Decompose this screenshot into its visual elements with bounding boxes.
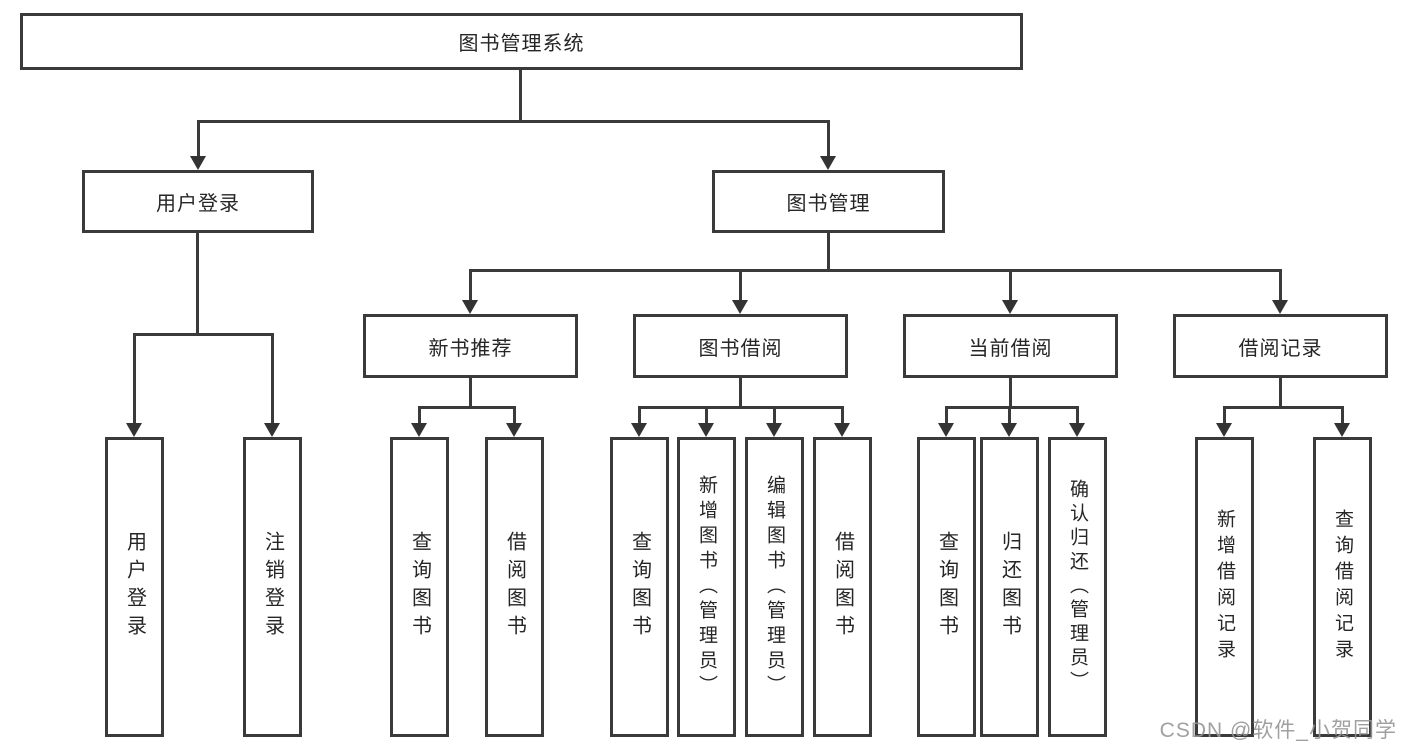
connector-drop xyxy=(271,333,274,424)
connector-root-stem xyxy=(519,69,522,123)
connector-drop xyxy=(1223,406,1226,424)
arrowhead xyxy=(411,423,427,437)
node-book-borrow: 图书借阅 xyxy=(633,314,848,378)
connector-section-stem xyxy=(1009,378,1012,409)
leaf-logout: 注销登录 xyxy=(243,437,302,737)
leaf-user-login: 用户登录 xyxy=(105,437,164,737)
leaf-return-book: 归还图书 xyxy=(980,437,1039,737)
connector-user-login-rail xyxy=(133,333,274,336)
arrowhead xyxy=(1069,423,1085,437)
connector-root-rail xyxy=(197,120,830,123)
connector-section-rail xyxy=(945,406,1078,409)
arrowhead xyxy=(631,423,647,437)
arrowhead xyxy=(1002,300,1018,314)
connector-section-stem xyxy=(469,378,472,409)
arrowhead xyxy=(506,423,522,437)
connector-section-rail xyxy=(638,406,843,409)
arrowhead xyxy=(1272,300,1288,314)
connector-drop xyxy=(1009,269,1012,301)
arrowhead xyxy=(1334,423,1350,437)
leaf-query-borrow-record: 查询借阅记录 xyxy=(1313,437,1372,737)
connector-drop xyxy=(133,333,136,424)
connector-section-rail xyxy=(418,406,516,409)
connector-book-mgmt-rail xyxy=(469,269,1282,272)
leaf-query-books-recommend: 查询图书 xyxy=(390,437,449,737)
arrowhead xyxy=(126,423,142,437)
arrowhead xyxy=(938,423,954,437)
connector-drop xyxy=(705,406,708,424)
arrowhead xyxy=(1216,423,1232,437)
arrowhead xyxy=(1001,423,1017,437)
connector-drop xyxy=(1279,269,1282,301)
connector-drop xyxy=(418,406,421,424)
connector-user-login-stem xyxy=(196,233,199,336)
leaf-query-books-current: 查询图书 xyxy=(917,437,976,737)
connector-drop xyxy=(638,406,641,424)
leaf-add-borrow-record: 新增借阅记录 xyxy=(1195,437,1254,737)
node-root: 图书管理系统 xyxy=(20,13,1023,70)
leaf-query-books-borrow: 查询图书 xyxy=(610,437,669,737)
node-book-mgmt: 图书管理 xyxy=(712,170,945,233)
connector-book-mgmt-stem xyxy=(827,233,830,272)
leaf-confirm-return-admin: 确认归还（管理员） xyxy=(1048,437,1107,737)
node-new-book-recommend: 新书推荐 xyxy=(363,314,578,378)
connector-drop xyxy=(773,406,776,424)
connector-drop xyxy=(827,120,830,157)
arrowhead xyxy=(766,423,782,437)
arrowhead xyxy=(698,423,714,437)
leaf-borrow-books: 借阅图书 xyxy=(813,437,872,737)
watermark: CSDN @软件_小贺同学 xyxy=(1159,719,1397,742)
connector-drop xyxy=(197,120,200,157)
arrowhead xyxy=(264,423,280,437)
leaf-edit-book-admin: 编辑图书（管理员） xyxy=(745,437,804,737)
leaf-add-book-admin: 新增图书（管理员） xyxy=(677,437,736,737)
connector-drop xyxy=(1076,406,1079,424)
connector-drop xyxy=(841,406,844,424)
connector-drop xyxy=(945,406,948,424)
arrowhead xyxy=(462,300,478,314)
node-current-borrow: 当前借阅 xyxy=(903,314,1118,378)
connector-section-stem xyxy=(739,378,742,409)
connector-section-rail xyxy=(1223,406,1344,409)
connector-drop xyxy=(469,269,472,301)
leaf-borrow-books-recommend: 借阅图书 xyxy=(485,437,544,737)
arrowhead xyxy=(834,423,850,437)
arrowhead xyxy=(190,156,206,170)
node-user-login: 用户登录 xyxy=(82,170,314,233)
connector-drop xyxy=(513,406,516,424)
connector-section-stem xyxy=(1279,378,1282,409)
arrowhead xyxy=(732,300,748,314)
connector-drop xyxy=(739,269,742,301)
connector-drop xyxy=(1008,406,1011,424)
node-borrow-records: 借阅记录 xyxy=(1173,314,1388,378)
connector-drop xyxy=(1341,406,1344,424)
arrowhead xyxy=(820,156,836,170)
